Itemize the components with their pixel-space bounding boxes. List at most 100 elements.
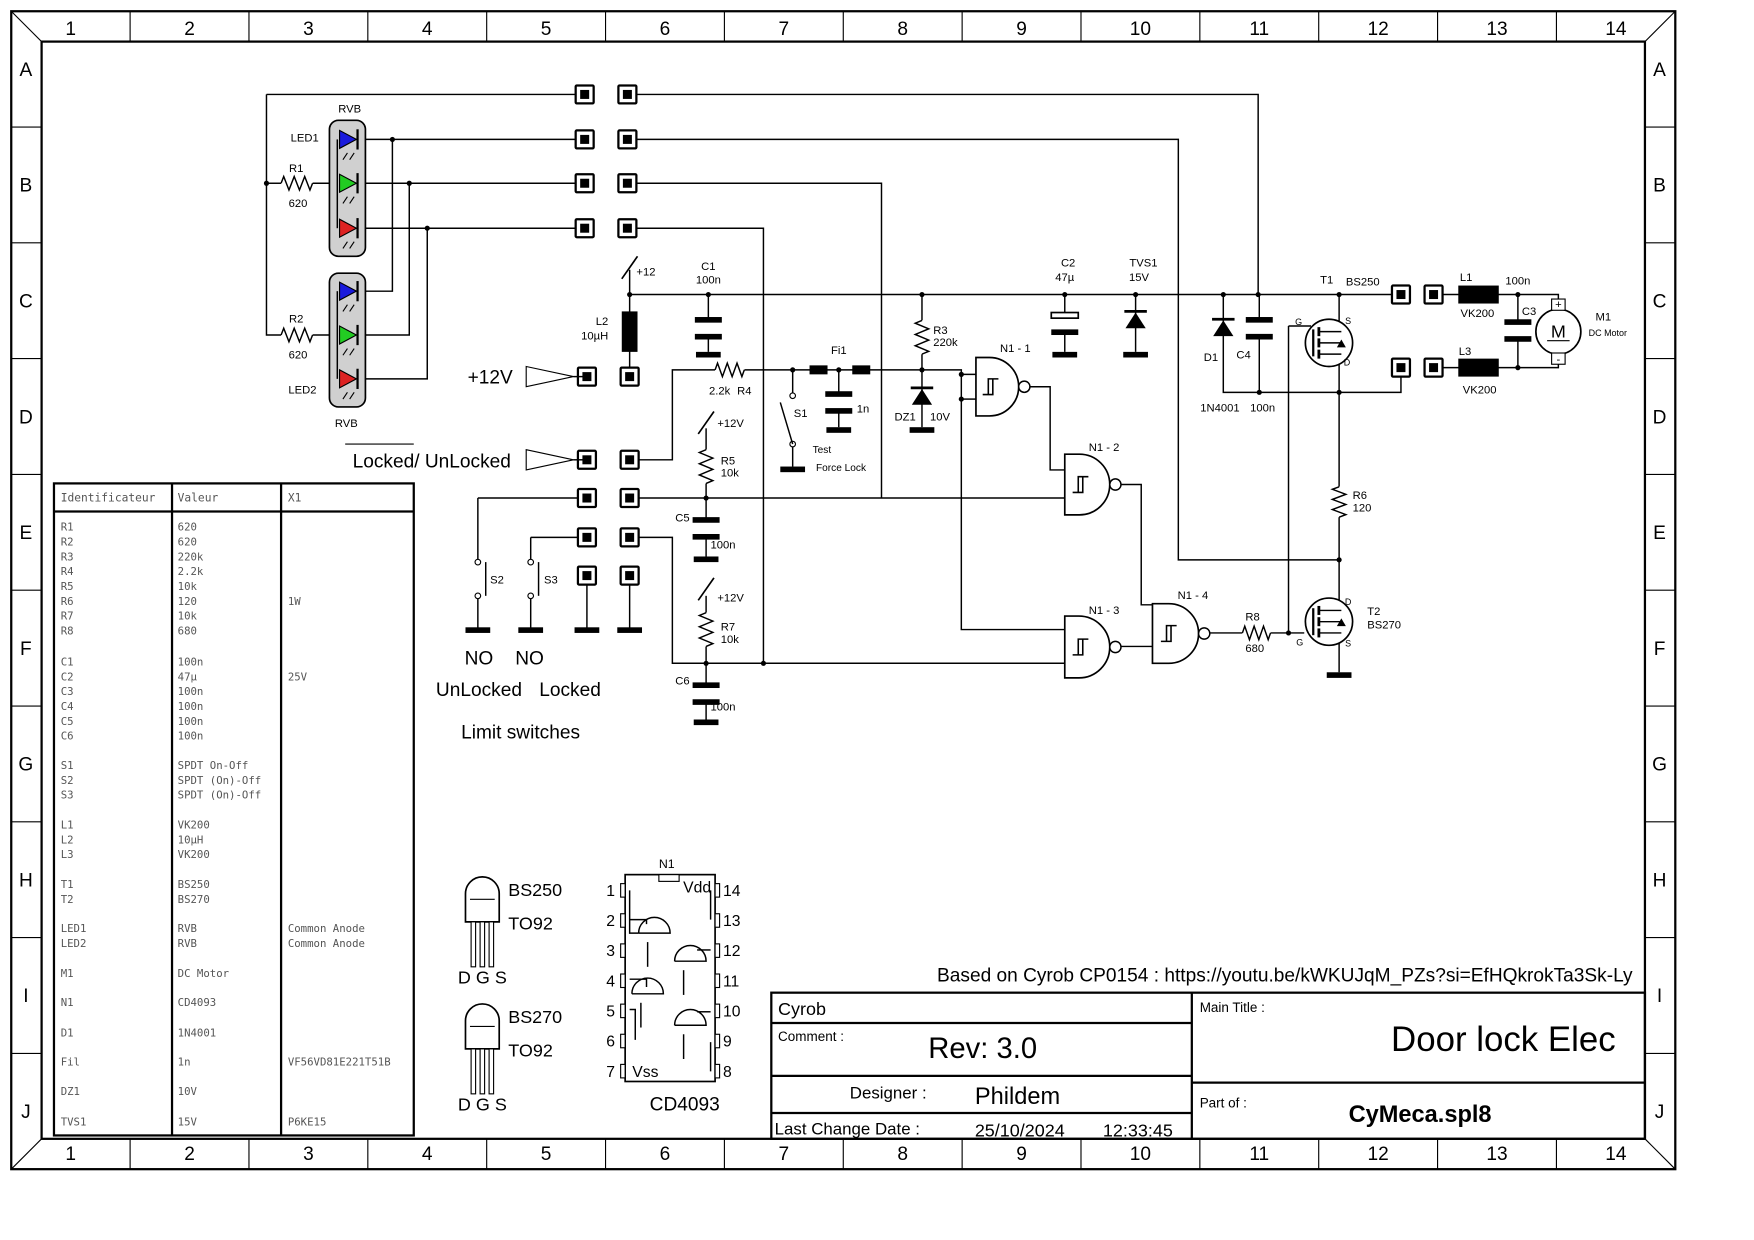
junction-dot <box>958 396 964 402</box>
label-motor-m: M <box>1551 321 1566 341</box>
chip-pin <box>620 883 626 898</box>
connector-pad <box>619 487 640 509</box>
label-test: Test <box>813 445 832 456</box>
column-marker-bottom: 11 <box>1249 1144 1269 1165</box>
title-time: 12:33:45 <box>1103 1121 1173 1141</box>
chip-pin <box>714 1033 721 1049</box>
connector-pad <box>1423 357 1444 378</box>
connector-pad <box>1390 357 1412 378</box>
row-marker-right: B <box>1653 176 1666 197</box>
wire <box>960 374 1065 631</box>
body-diode <box>1336 618 1346 627</box>
bom-cell: R2 <box>61 535 74 548</box>
transistor-name: BS250 <box>508 880 562 900</box>
title-designer: Phildem <box>975 1084 1060 1110</box>
corner-line <box>1644 1138 1676 1170</box>
row-marker-left: C <box>19 291 33 312</box>
wire <box>913 319 931 355</box>
capacitor-c6 <box>692 682 720 705</box>
mask <box>694 319 722 338</box>
cap-plate <box>1245 333 1273 340</box>
label-r3v: 220k <box>933 337 958 349</box>
to92-bs250 <box>464 876 501 968</box>
chip-pin <box>620 973 626 989</box>
wire <box>1330 486 1348 518</box>
filter-fi1-b <box>852 365 871 375</box>
label-r8: R8 <box>1245 612 1259 624</box>
column-marker-bottom: 13 <box>1486 1144 1507 1165</box>
pad-core <box>582 532 592 542</box>
led2-blue <box>338 281 359 312</box>
junction-dot <box>424 225 430 231</box>
title-designer-label: Designer : <box>850 1083 927 1102</box>
ground-symbol <box>1123 351 1148 358</box>
label-r5: R5 <box>721 455 735 467</box>
pin-order: D G S <box>458 968 507 988</box>
cap-plate <box>692 699 720 705</box>
chip-pin-number: 12 <box>723 943 740 960</box>
bom-cell: C6 <box>61 730 74 743</box>
junction-dot <box>406 180 412 186</box>
junction-dot <box>389 136 395 142</box>
bom-cell: R6 <box>61 595 74 608</box>
ground-symbol <box>693 556 719 563</box>
switch-contact <box>789 392 797 400</box>
label-l1c: 100n <box>1505 275 1530 287</box>
schmitt-trigger-icon <box>1072 638 1089 656</box>
led-triangle <box>338 173 358 194</box>
column-marker-bottom: 1 <box>65 1144 76 1165</box>
chip-vdd: Vdd <box>683 880 711 897</box>
mask <box>1245 319 1273 338</box>
led1-blue <box>338 129 359 160</box>
label-t1d: D <box>1344 357 1351 367</box>
wire <box>280 326 314 344</box>
mask <box>692 519 720 538</box>
connector-pad <box>619 366 640 387</box>
chip-pin-number: 9 <box>723 1034 732 1051</box>
bom-cell: 47µ <box>178 670 198 683</box>
row-marker-left: I <box>23 986 28 1007</box>
label-l2v: 10µH <box>581 331 608 343</box>
bom-cell: C4 <box>61 700 74 713</box>
label-r7v: 10k <box>721 634 739 646</box>
cap-plate <box>694 317 722 323</box>
ground-symbol <box>826 427 852 433</box>
bom-cell: C3 <box>61 685 74 698</box>
title-comment-label: Comment : <box>778 1029 844 1044</box>
column-marker-top: 6 <box>660 19 671 40</box>
row-marker-right: G <box>1652 755 1667 776</box>
chip-pin-number: 2 <box>606 913 615 930</box>
ground-symbol <box>1052 351 1078 358</box>
based-on-note: Based on Cyrob CP0154 : https://youtu.be… <box>937 965 1633 986</box>
label-c6: C6 <box>675 676 689 688</box>
label-unlocked: UnLocked <box>436 680 522 701</box>
label-t1g: G <box>1295 317 1302 327</box>
column-marker-top: 10 <box>1130 19 1151 40</box>
connector-pad <box>617 129 638 150</box>
connector-pad <box>576 527 598 548</box>
bom-cell: BS250 <box>178 878 210 891</box>
label-fi1v: 1n <box>857 404 870 416</box>
bom-cell: 10k <box>178 610 198 623</box>
mask <box>1051 317 1079 331</box>
column-marker-top: 9 <box>1016 19 1027 40</box>
wire <box>779 402 794 445</box>
label-r1v: 620 <box>289 198 308 210</box>
motor-m1 <box>1535 298 1582 365</box>
label-r1: R1 <box>289 163 303 175</box>
label-c4v: 100n <box>1250 402 1275 414</box>
nand-gate-body <box>975 356 1020 417</box>
column-marker-bottom: 12 <box>1368 1144 1389 1165</box>
column-marker-top: 1 <box>65 19 76 40</box>
transistor-name: BS270 <box>508 1007 562 1027</box>
label-tvs1v: 15V <box>1129 272 1149 284</box>
label-rvb2: RVB <box>335 418 358 430</box>
led1-green <box>338 173 359 204</box>
label-t2: T2 <box>1367 606 1380 618</box>
diode-d1 <box>1212 317 1235 337</box>
label-c2v: 47µ <box>1055 272 1074 284</box>
switch-contact <box>527 592 535 600</box>
connector-pad <box>617 218 638 239</box>
bom-cell: T2 <box>61 893 74 906</box>
pad-core <box>622 134 632 144</box>
